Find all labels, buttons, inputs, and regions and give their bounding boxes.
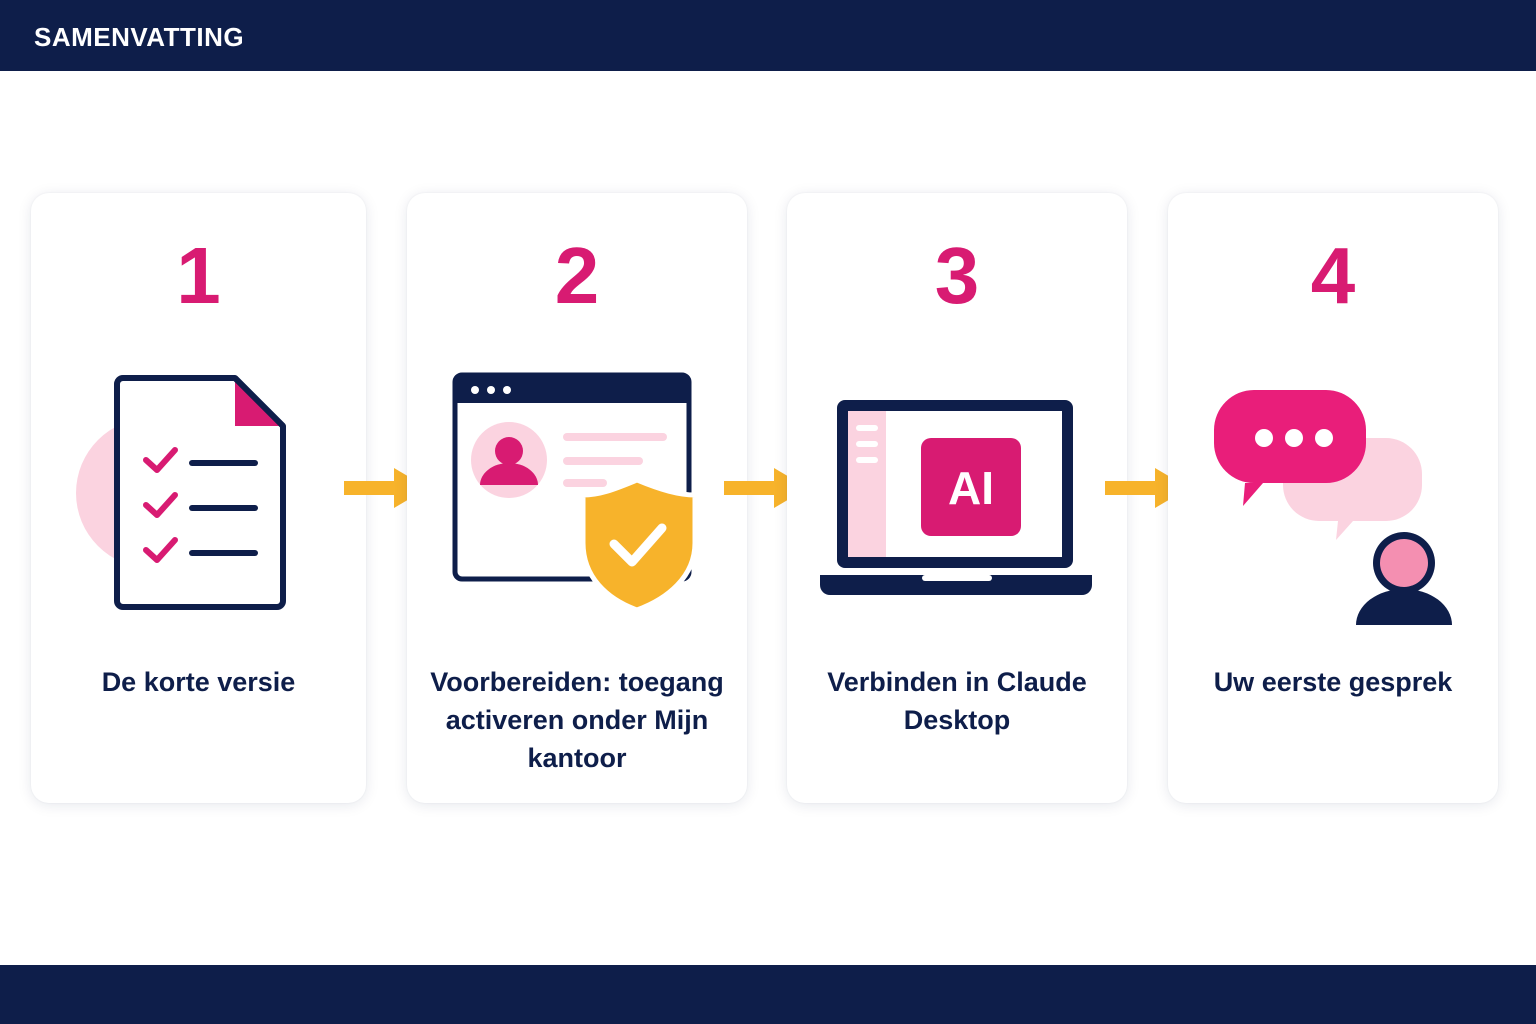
step-card-1: 1 De korte versie [31,193,366,803]
step-card-2: 2 Voorbereiden: toegang activeren onder … [407,193,747,803]
checklist-document-icon [31,363,366,633]
step-label: Voorbereiden: toegang activeren onder Mi… [430,667,724,773]
page-title: SAMENVATTING [34,22,245,52]
step-card-3: 3 AI Verbinden in Claude Desktop [787,193,1127,803]
footer-bar [0,965,1536,1024]
laptop-ai-icon: AI [787,363,1127,633]
step-number: 4 [1310,231,1356,320]
step-card-4: 4 Uw eerste gesprek [1168,193,1498,803]
step-number: 3 [934,231,980,320]
step-number: 2 [554,231,600,320]
browser-profile-shield-icon [407,363,747,633]
step-label: Verbinden in Claude Desktop [827,667,1087,735]
header-bar: SAMENVATTING [0,0,1536,71]
step-label: De korte versie [101,667,296,697]
step-number: 1 [176,231,221,320]
step-label: Uw eerste gesprek [1213,667,1453,697]
ai-badge: AI [948,462,994,514]
chat-user-icon [1168,363,1498,633]
